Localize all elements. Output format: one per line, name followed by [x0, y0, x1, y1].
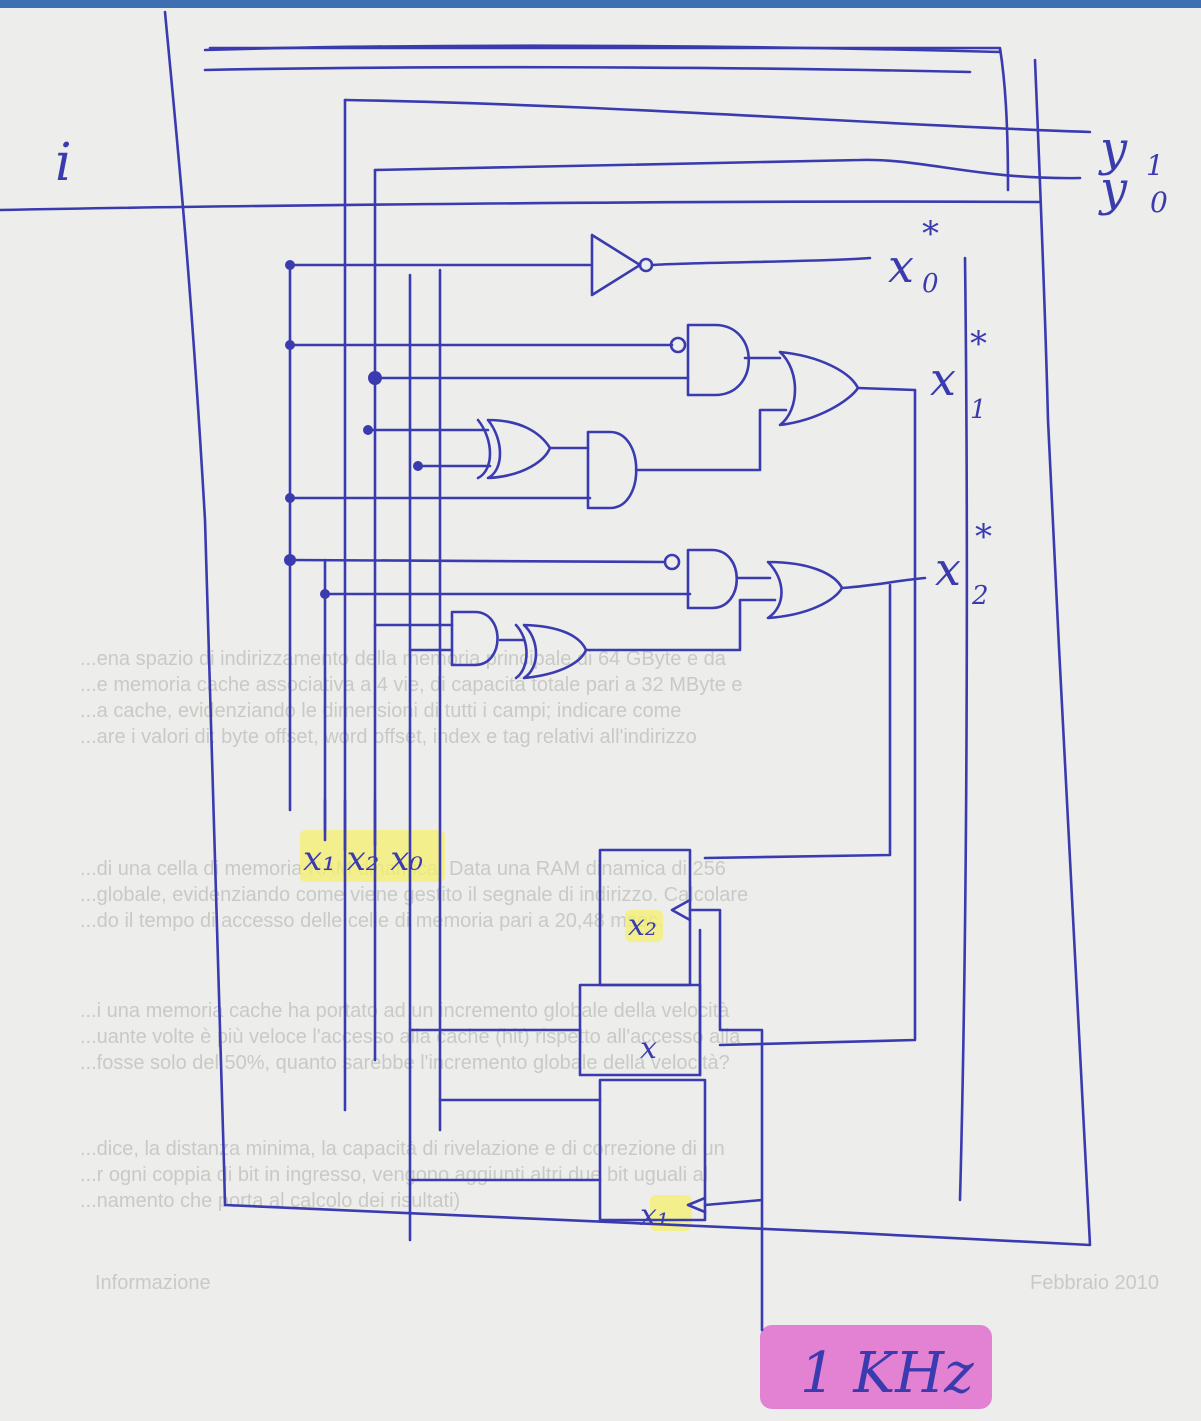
ff1-clock-tri	[670, 898, 692, 922]
label-x0-sub: 0	[922, 269, 939, 299]
bus-top-1	[203, 44, 1002, 54]
ghost-line: ...fosse solo del 50%, quanto sarebbe l'…	[80, 1052, 730, 1074]
junction-dot	[285, 260, 295, 270]
ff-outputs	[408, 1028, 602, 1182]
ghost-line: ...globale, evidenziando come viene gest…	[80, 884, 749, 906]
outer-box	[163, 10, 1092, 1247]
ghost-footer-right: Febbraio 2010	[1030, 1272, 1159, 1294]
x1-feedback	[718, 388, 917, 1047]
junction-dot	[413, 461, 423, 471]
label-y0: y	[1098, 161, 1128, 217]
ghost-line: ...a cache, evidenziando le dimensioni d…	[80, 700, 682, 722]
label-x0: x	[888, 239, 914, 293]
label-x2-sub: 2	[971, 581, 989, 611]
and3-bubble	[663, 553, 681, 571]
junction-dot	[320, 589, 330, 599]
junction-dot	[363, 425, 373, 435]
label-x1: x	[930, 352, 956, 406]
and2-gate	[586, 430, 638, 510]
and1-bubble	[669, 336, 687, 354]
input-wire	[0, 200, 1042, 212]
ghost-line: ...do il tempo di accesso delle celle di…	[80, 910, 664, 932]
ff-box-3	[598, 1078, 707, 1222]
ghost-line: ...i una memoria cache ha portato ad un …	[80, 1000, 730, 1022]
label-ff2: x	[640, 1031, 657, 1066]
junction-dot	[284, 554, 296, 566]
x1-output-wire	[856, 386, 917, 392]
x2-feedback	[703, 583, 892, 860]
label-x2: x	[935, 542, 961, 596]
y0-wire	[373, 158, 1082, 180]
bus-top-2	[203, 65, 972, 74]
ghost-line: ...ena spazio di indirizzamento della me…	[80, 648, 726, 670]
and2-to-or1	[634, 408, 788, 472]
and4-gate	[450, 610, 499, 667]
x0-feedback	[958, 256, 969, 1202]
and3-gate	[686, 548, 739, 610]
or3-gate	[514, 623, 588, 680]
ff1-highlight	[625, 910, 663, 942]
or1-gate	[778, 350, 860, 427]
ghost-line: ...namento che porta al calcolo dei risu…	[80, 1190, 461, 1212]
y1-wire	[343, 98, 1092, 134]
ff3-clock-tri	[686, 1196, 707, 1214]
x0-output-wire	[650, 256, 872, 267]
label-y0-sub: 0	[1150, 186, 1168, 219]
ghost-footer-left: Informazione	[95, 1272, 211, 1294]
or3-to-or2	[584, 598, 777, 652]
label-y1: y	[1098, 121, 1128, 177]
label-ff3: x₁	[640, 1198, 669, 1233]
ff3-highlight	[650, 1195, 692, 1231]
label-bus: x₁ x₂ x₀	[303, 839, 423, 879]
and1-gate	[686, 323, 750, 397]
junction-dot	[285, 493, 295, 503]
not-bubble	[638, 257, 654, 273]
not-gate	[590, 233, 642, 297]
clock-highlight	[760, 1325, 992, 1409]
label-input: i	[55, 133, 72, 193]
bus-arrows	[323, 798, 377, 852]
or2-gate	[766, 560, 844, 620]
clock-wire	[688, 908, 764, 1332]
xor-gate	[476, 418, 552, 480]
label-x2-star: *	[975, 517, 992, 557]
window-top-bar	[0, 0, 1201, 8]
ghost-line: ...dice, la distanza minima, la capacità…	[80, 1138, 725, 1160]
x2-output-wire	[840, 576, 927, 590]
inner-box	[208, 46, 1010, 192]
label-x1-star: *	[970, 324, 987, 364]
label-y1-sub: 1	[1146, 149, 1164, 182]
junction-dot	[285, 340, 295, 350]
label-ff1: x₂	[628, 908, 657, 943]
and3-input-a	[288, 558, 666, 564]
junction-dot	[368, 371, 382, 385]
label-x1-sub: 1	[970, 395, 987, 425]
ghost-line: ...are i valori di: byte offset, word of…	[80, 726, 697, 748]
label-x0-star: *	[922, 214, 939, 254]
label-clock: 1 KHz	[800, 1341, 974, 1406]
